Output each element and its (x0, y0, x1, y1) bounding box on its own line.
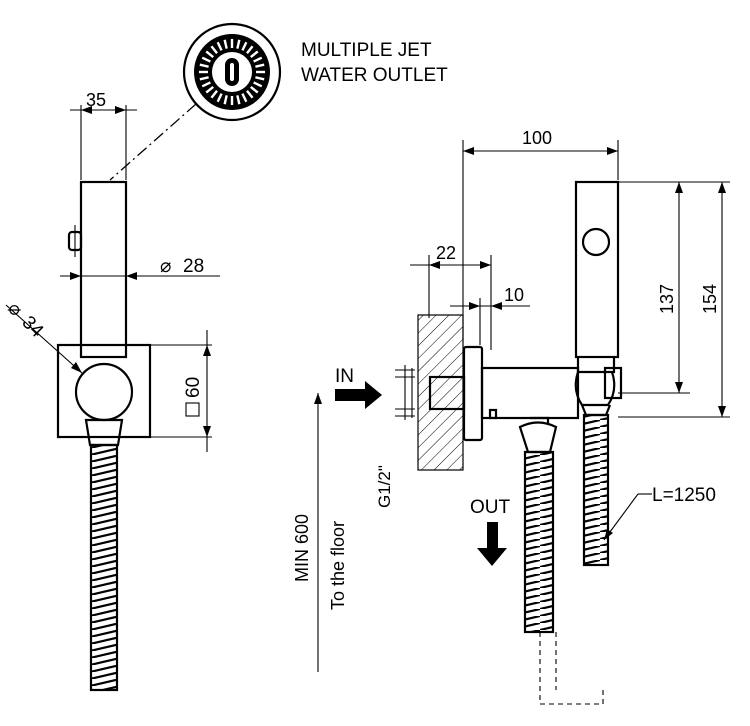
jet-nozzle (241, 93, 248, 103)
min-height-note: To the floor (328, 521, 348, 610)
label-in: IN (335, 366, 354, 387)
jet-nozzle (199, 63, 209, 68)
jet-nozzle (205, 50, 214, 58)
in-arrow-icon (335, 381, 382, 409)
jet-nozzle (255, 63, 265, 68)
outlet-hose (523, 450, 555, 634)
callout-label-line2: WATER OUTLET (301, 65, 448, 86)
jet-nozzle (246, 90, 254, 99)
flange (462, 345, 484, 442)
callout-label-line1: MULTIPLE JET (301, 40, 432, 61)
jet-nozzle (216, 41, 223, 51)
jet-outlet-detail (182, 22, 282, 122)
jet-nozzle (253, 56, 263, 63)
jet-nozzle (210, 45, 218, 54)
shower-hose (582, 413, 610, 567)
jet-nozzle (253, 81, 263, 88)
wall-hatch (417, 314, 464, 471)
jet-nozzle (205, 86, 214, 94)
dim-offset-22: 22 (436, 243, 456, 263)
side-handle-body (574, 180, 620, 359)
dim-height-154: 154 (700, 284, 720, 314)
jet-nozzle (201, 56, 211, 63)
jet-nozzle (223, 39, 228, 49)
dim-diameter-34-symbol: ⌀ (3, 298, 26, 321)
dim-height-137: 137 (657, 284, 677, 314)
jet-nozzle (250, 86, 259, 94)
jet-nozzle (236, 39, 241, 49)
valve-knob (74, 362, 134, 422)
dim-diameter-28-symbol: ⌀ (160, 256, 171, 277)
callout-leader (109, 103, 197, 181)
side-trigger-button (581, 227, 611, 257)
jet-nozzle (216, 93, 223, 103)
dim-plate-60: 60 (183, 377, 204, 398)
side-view: 100 22 10 137 154 (292, 128, 730, 705)
thread-size: G1/2" (375, 465, 394, 508)
hose-length: L=1250 (652, 485, 716, 506)
jet-nozzle (250, 50, 259, 58)
inlet-connector (428, 375, 466, 411)
jet-nozzle (236, 95, 241, 105)
min-height-label: MIN 600 (292, 514, 312, 582)
dim-diameter-28: 28 (183, 256, 204, 277)
out-arrow-icon (477, 522, 507, 566)
square-symbol-icon (185, 402, 200, 417)
jet-nozzle (241, 41, 248, 51)
jet-nozzle (255, 76, 265, 81)
jet-nozzle (201, 81, 211, 88)
wall-plate (56, 343, 152, 439)
handle-body (79, 180, 128, 359)
front-hose (89, 443, 119, 692)
front-view: 35 ⌀ 28 60 ⌀ 34 (3, 90, 220, 692)
dim-width-35: 35 (86, 90, 106, 110)
jet-nozzle (199, 76, 209, 81)
jet-nozzle (210, 90, 218, 99)
label-out: OUT (470, 497, 511, 518)
jet-nozzle (246, 45, 254, 54)
jet-nozzle (223, 95, 228, 105)
dim-projection-100: 100 (522, 128, 552, 148)
dim-nut-10: 10 (504, 285, 524, 305)
